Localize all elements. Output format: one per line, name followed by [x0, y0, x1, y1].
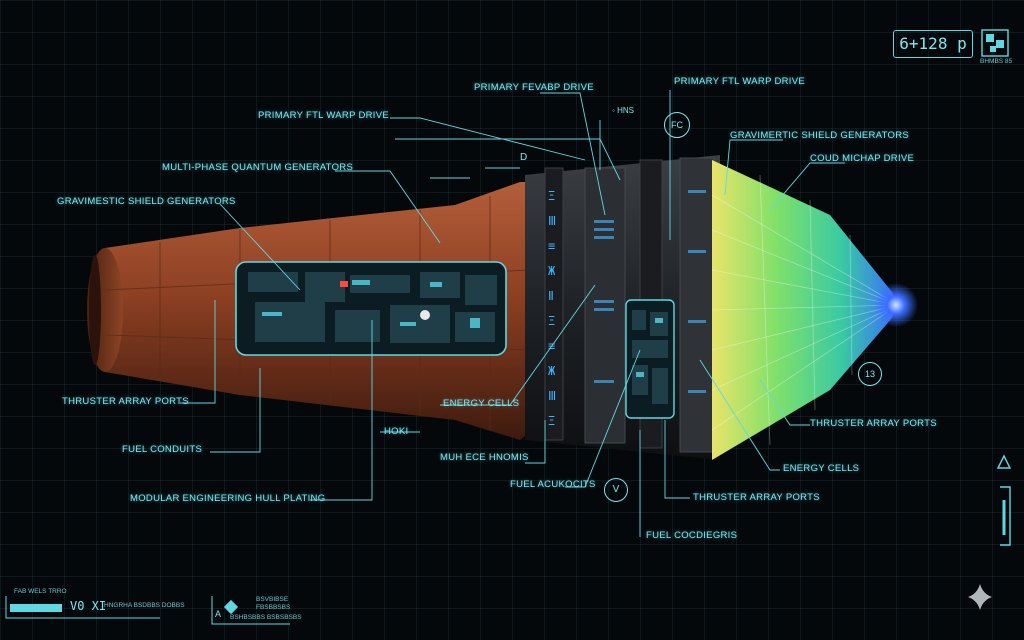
label-thruster-array-center: THRUSTER ARRAY PORTS	[693, 492, 820, 503]
hud-bottom-mid-frame	[211, 596, 290, 625]
label-hoki: HOKI	[384, 426, 409, 437]
hud-bottom-mid-line3: BSHBSBBS BSBSBSBS	[230, 614, 302, 621]
svg-text:Ξ: Ξ	[548, 189, 555, 203]
label-fuel-cocdiegris: FUEL COCDIEGRIS	[646, 530, 738, 541]
label-gravimestic-shield: GRAVIMESTIC SHIELD GENERATORS	[57, 196, 236, 207]
hud-readout-box: 6+128 p	[893, 30, 973, 58]
svg-text:≡: ≡	[548, 239, 555, 253]
label-coud-michap-drive: COUD MICHAP DRIVE	[810, 153, 915, 164]
label-multi-phase-generators: MULTI-PHASE QUANTUM GENERATORS	[162, 162, 354, 173]
svg-text:Ξ: Ξ	[548, 314, 555, 328]
svg-text:Ж: Ж	[548, 264, 556, 278]
svg-text:Ⅲ: Ⅲ	[548, 214, 556, 228]
hud-readout-value: 6+128 p	[899, 34, 967, 53]
callout-lines	[180, 90, 845, 537]
fc-text: FC	[671, 120, 683, 130]
hud-right-bracket	[996, 454, 1012, 546]
crystal-shield-nose	[711, 160, 918, 460]
hns-marker: ◦ HNS	[612, 106, 634, 115]
hud-top-right-small: BHMBS 85	[980, 58, 1013, 65]
label-fuel-acukocits: FUEL ACUKOCITS	[510, 479, 596, 490]
d-mark-icon: D	[520, 152, 528, 163]
fc-circle-icon: FC	[664, 112, 690, 138]
internal-module-panel	[235, 261, 507, 356]
hud-bottom-mid-icon: A	[215, 609, 222, 619]
svg-text:Ж: Ж	[548, 364, 556, 378]
svg-text:Ξ: Ξ	[548, 414, 555, 428]
hud-top-right-icon	[981, 29, 1009, 57]
label-gravimertic-shield: GRAVIMERTIC SHIELD GENERATORS	[730, 130, 910, 141]
label-fuel-conduits: FUEL CONDUITS	[122, 444, 203, 455]
label-primary-ftl-warp-drive-left: PRIMARY FTL WARP DRIVE	[258, 110, 390, 121]
v-text: V	[612, 484, 620, 495]
v-circle-icon: V	[604, 478, 628, 502]
label-thruster-array-left: THRUSTER ARRAY PORTS	[62, 396, 189, 407]
hud-bottom-left-small: FAB Wels trro	[14, 588, 67, 595]
label-primary-fevabp-drive: PRIMARY FEVABP DRIVE	[474, 82, 594, 93]
label-energy-cells-center: ENERGY CELLS	[443, 398, 520, 409]
center-drive-ring: Ξ Ⅲ ≡ Ж Ⅱ Ξ ≡ Ж Ⅲ Ξ	[525, 155, 720, 460]
hud-bottom-mid-line2: FBSBBSBS	[256, 604, 291, 611]
svg-text:Ⅲ: Ⅲ	[548, 389, 556, 403]
thirteen-circle-icon: 13	[858, 362, 882, 386]
label-modular-hull-plating: MODULAR ENGINEERING HULL PLATING	[130, 493, 326, 504]
hud-bottom-left-sub: HNGRHA BSDBBS DOBBS	[104, 602, 185, 609]
label-muh-ece-hnomis: MUH ECE HNOMIS	[440, 452, 529, 463]
label-thruster-array-right: THRUSTER ARRAY PORTS	[810, 418, 937, 429]
hns-text: HNS	[617, 106, 634, 115]
label-primary-ftl-warp-drive-right: PRIMARY FTL WARP DRIVE	[674, 76, 806, 87]
hud-bottom-left-readout: V0 XI	[70, 599, 107, 613]
sparkle-icon	[968, 584, 992, 610]
hud-bottom-mid-line1: BSvbibse	[256, 596, 289, 603]
hud-bottom-left-bar	[5, 596, 160, 619]
label-energy-cells-right: ENERGY CELLS	[783, 463, 860, 474]
svg-text:Ⅱ: Ⅱ	[548, 289, 554, 303]
thirteen-text: 13	[864, 369, 875, 379]
